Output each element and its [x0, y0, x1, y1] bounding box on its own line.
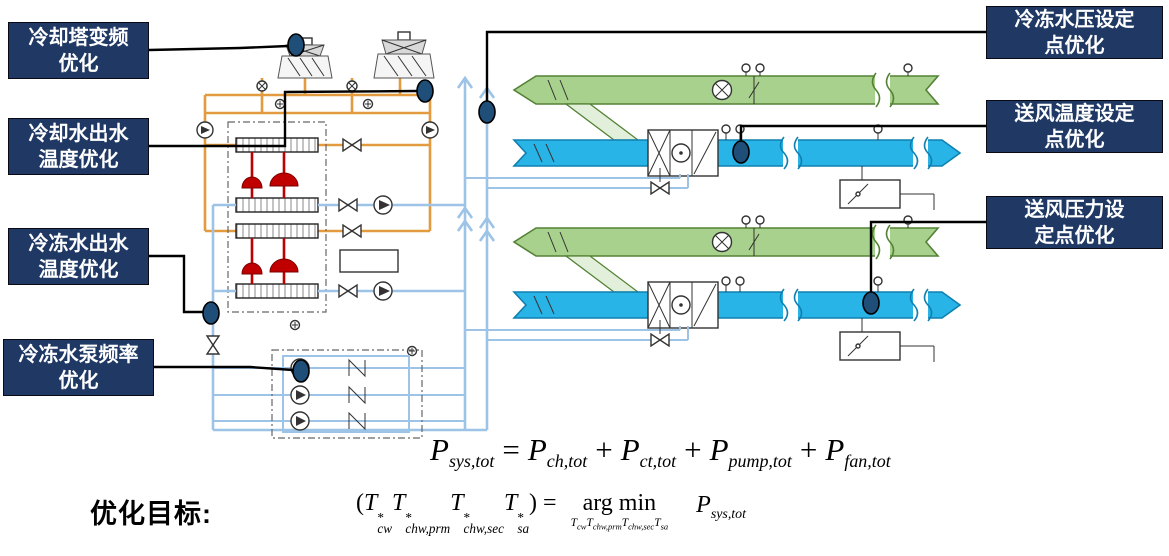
compressor-icon [241, 262, 263, 275]
chiller-vessel-icon [235, 223, 319, 239]
ahu-top [465, 64, 960, 210]
chiller-vessel-icon [235, 197, 319, 213]
callout-text: 冷却水出水 [28, 122, 129, 145]
ahu-bottom [465, 216, 960, 362]
callout-text: 定点优化 [1034, 224, 1115, 247]
callout-text: 优化 [58, 369, 99, 392]
callout-text: 点优化 [1044, 34, 1105, 57]
callout-markers [202, 33, 880, 383]
primary-pump-icon [373, 195, 393, 301]
callout-line-sa-temp [739, 124, 986, 142]
callout-text: 冷却塔变频 [28, 26, 129, 49]
callout-lines [148, 30, 986, 372]
objective-label: 优化目标: [90, 499, 212, 529]
callout-line-chw-temp [149, 254, 203, 314]
compressor-icon [269, 258, 299, 273]
callout-condenser-water-temp: 冷却水出水 温度优化 [8, 118, 149, 175]
callout-text: 温度优化 [38, 148, 119, 171]
callout-supply-air-pressure-setpoint: 送风压力设 定点优化 [986, 196, 1163, 249]
compressor-icon [269, 172, 299, 187]
callout-cooling-tower-vfd: 冷却塔变频 优化 [8, 22, 149, 79]
compressor-icon [241, 176, 263, 189]
callout-chilled-water-temp: 冷冻水出水 温度优化 [8, 228, 149, 285]
valve-icon [338, 198, 358, 212]
callout-text: 冷冻水泵频率 [18, 343, 139, 366]
callout-text: 点优化 [1044, 128, 1105, 151]
marker-condenser-outlet [416, 79, 434, 103]
check-valve-icon [348, 358, 366, 431]
sensor-icon [274, 98, 374, 110]
callout-line-chw-pressure [485, 30, 986, 102]
valve-icon [338, 284, 358, 298]
callout-text: 优化 [58, 52, 99, 75]
chiller-plant [227, 121, 327, 313]
chiller-vessel-icon [235, 283, 319, 299]
valve-icon [206, 335, 220, 355]
callout-supply-air-temp-setpoint: 送风温度设定 点优化 [986, 100, 1163, 153]
callout-text: 送风温度设定 [1014, 102, 1135, 125]
cooling-tower-2 [373, 31, 435, 79]
motor-valve-icon [256, 80, 358, 92]
sensor-icon [289, 319, 418, 357]
marker-cooling-tower [287, 33, 305, 57]
callout-line-cooling-tower [148, 44, 289, 52]
cooling-tower-1 [277, 37, 333, 79]
condenser-pump-icon [196, 121, 439, 139]
marker-supply-air-pressure [862, 291, 880, 315]
condenser-water-loop [196, 78, 439, 238]
marker-supply-air-temp [732, 140, 750, 164]
valve-icon [342, 138, 362, 152]
marker-pump-frequency [292, 359, 310, 383]
callout-text: 冷冻水压设定 [1014, 8, 1135, 31]
callout-chw-pressure-setpoint: 冷冻水压设定 点优化 [986, 6, 1163, 59]
valve-icon [342, 224, 362, 238]
callout-text: 温度优化 [38, 258, 119, 281]
chilled-water-loop [206, 75, 496, 432]
callout-line-pump-freq [154, 365, 294, 372]
callout-text: 冷冻水出水 [28, 232, 129, 255]
flow-arrow-icon [456, 75, 496, 242]
callout-text: 送风压力设 [1024, 198, 1125, 221]
buffer-tank-icon [339, 249, 399, 273]
marker-chw-pressure [478, 100, 496, 124]
callout-line-condenser-temp [149, 89, 418, 148]
marker-chilled-water-outlet [202, 301, 220, 325]
callout-chilled-pump-freq: 冷冻水泵频率 优化 [3, 339, 154, 396]
callout-line-sa-pressure [869, 220, 986, 293]
formula-total-power: Psys,tot=Pch,tot+Pct,tot+Ppump,tot+Pfan,… [430, 432, 891, 472]
